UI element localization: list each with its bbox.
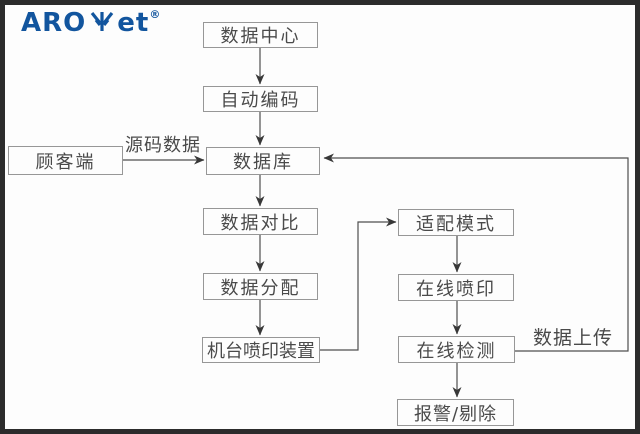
- node-alarm-reject: 报警/剔除: [397, 399, 514, 426]
- node-data-center: 数据中心: [203, 22, 318, 48]
- node-adapt-mode: 适配模式: [398, 209, 514, 236]
- edge-label-data-upload: 数据上传: [533, 327, 614, 349]
- node-machine-print-device: 机台喷印装置: [202, 337, 320, 363]
- leaf-icon: [89, 11, 115, 41]
- node-database: 数据库: [206, 147, 320, 175]
- aromet-logo: ARO et ®: [21, 9, 160, 41]
- registered-mark: ®: [149, 8, 161, 21]
- logo-text-right: et: [117, 8, 150, 38]
- node-online-detect: 在线检测: [398, 336, 515, 363]
- edge-label-source-data: 源码数据: [125, 135, 201, 156]
- logo-text-left: ARO: [21, 8, 87, 38]
- node-auto-encode: 自动编码: [203, 86, 318, 112]
- node-online-print: 在线喷印: [398, 274, 514, 301]
- node-data-distribute: 数据分配: [203, 273, 318, 300]
- node-customer-side: 顾客端: [8, 146, 123, 175]
- node-data-compare: 数据对比: [203, 208, 318, 235]
